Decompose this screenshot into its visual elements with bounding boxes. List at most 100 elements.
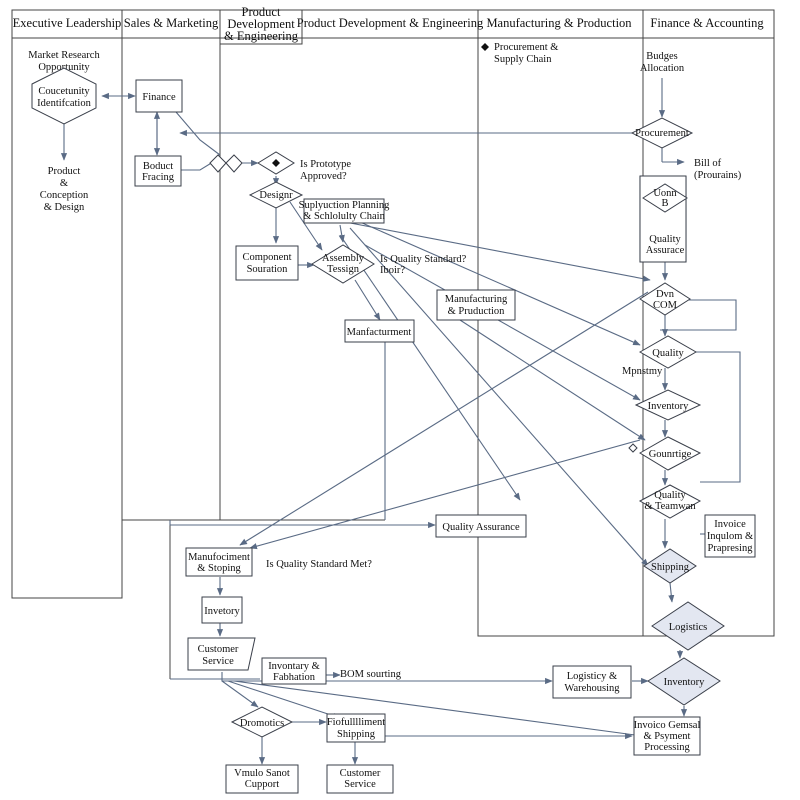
connectors bbox=[60, 78, 741, 765]
text-line: Finance bbox=[142, 92, 176, 103]
lane-header-manufacturing: Manufacturing & Production bbox=[486, 16, 632, 30]
text-line: B bbox=[661, 198, 668, 209]
text-line: & Engineering bbox=[224, 29, 299, 43]
text-line: & Design bbox=[44, 202, 85, 213]
text-line: Cupport bbox=[245, 779, 280, 790]
lane-headers: Executive Leadership Sales & Marketing P… bbox=[13, 5, 765, 43]
text-line: Iboir? bbox=[380, 265, 405, 276]
diamond-bullet-icon bbox=[481, 43, 489, 51]
connector-line bbox=[354, 279, 381, 321]
inventory-decision-label: Inventory bbox=[648, 401, 690, 412]
text-line: Customer bbox=[340, 768, 381, 779]
text-line: & Teamwan bbox=[644, 501, 696, 512]
text-line: Product bbox=[48, 166, 81, 177]
text-line: Quality bbox=[652, 348, 684, 359]
design-label: Designr bbox=[259, 190, 293, 201]
logistics-decision bbox=[651, 601, 725, 651]
text-line: Designr bbox=[259, 190, 293, 201]
text-line: Product bbox=[242, 5, 281, 19]
nodes: Market ResearchOpportunity CoucetunityId… bbox=[28, 42, 756, 794]
text-line: Fracing bbox=[142, 172, 175, 183]
inventory-fabrication-label: Invontary &Fabhation bbox=[268, 661, 320, 683]
text-line: Bill of bbox=[694, 158, 722, 169]
text-line: Assembly bbox=[322, 253, 365, 264]
shape bbox=[219, 9, 303, 45]
connector-line bbox=[175, 111, 221, 156]
text-line: Invoice bbox=[714, 519, 746, 530]
text-line: Procurement & bbox=[494, 42, 558, 53]
text-line: Vmulo Sanot bbox=[234, 768, 290, 779]
connector-line bbox=[364, 244, 641, 401]
logistics-warehousing-box bbox=[552, 665, 632, 699]
lane-header-product-dev: Product Development & Engineering bbox=[297, 16, 484, 30]
text-line: Opportunity bbox=[38, 62, 90, 73]
text-line: Conception bbox=[40, 190, 89, 201]
component-sourcing-box bbox=[235, 245, 299, 281]
quality-decision bbox=[638, 335, 698, 369]
design-decision bbox=[248, 181, 304, 209]
text-line: Is Quality Standard Met? bbox=[266, 559, 372, 570]
text-line: COM bbox=[653, 300, 678, 311]
text-line: Development bbox=[227, 17, 295, 31]
gounrtige-decision bbox=[639, 436, 702, 471]
procurement-supply-label: Procurement &Supply Chain bbox=[494, 42, 558, 65]
supply-planning-label: Suplyuction Planning& Schlolulty Chain bbox=[299, 200, 390, 222]
monitoring-label: Mpnstmy bbox=[622, 366, 663, 377]
connector-line bbox=[660, 299, 737, 331]
text-line: Tessign bbox=[327, 264, 360, 275]
quality-teamwork-label: Quality& Teamwan bbox=[644, 490, 696, 512]
text-line: Dromotics bbox=[240, 718, 284, 729]
text-line: Invetory bbox=[204, 606, 240, 617]
manufacturing-box bbox=[344, 319, 415, 343]
text-line: Is Quality Standard? bbox=[380, 254, 467, 265]
inventory-big-decision bbox=[647, 657, 721, 706]
text-line: Service bbox=[202, 656, 234, 667]
connector-line bbox=[339, 234, 521, 501]
text-line: Component bbox=[243, 252, 292, 263]
text-line: Quality bbox=[649, 234, 681, 245]
text-line: BOM sourting bbox=[340, 669, 402, 680]
text-line: & Psyment bbox=[644, 731, 691, 742]
connector-line bbox=[180, 161, 214, 171]
supply-planning-box bbox=[303, 198, 385, 224]
connector-line bbox=[289, 201, 323, 251]
dromotics-label: Dromotics bbox=[240, 718, 284, 729]
lane-header-executive: Executive Leadership bbox=[13, 16, 122, 30]
text-line: Assurace bbox=[646, 245, 685, 256]
text-line: & Stoping bbox=[197, 563, 241, 574]
inventory-decision bbox=[634, 389, 702, 421]
invoice-bottom-box bbox=[633, 716, 701, 756]
connector-line bbox=[349, 227, 649, 567]
text-line: Shipping bbox=[651, 562, 690, 573]
text-line: Fabhation bbox=[273, 672, 316, 683]
text-line: (Prourains) bbox=[694, 170, 742, 181]
quality-decision-label: Quality bbox=[652, 348, 684, 359]
assembly-testing-decision bbox=[311, 244, 375, 284]
text-line: Processing bbox=[644, 742, 690, 753]
text-line: Gounrtige bbox=[649, 449, 692, 460]
invoice-right-box bbox=[704, 514, 756, 558]
logistics-warehousing-label: Logisticy &Warehousing bbox=[564, 671, 620, 694]
product-concept-label: Product&Conception& Design bbox=[40, 166, 89, 213]
text-line: Invontary & bbox=[268, 661, 320, 672]
text-line: Market Research bbox=[28, 50, 100, 61]
procurement-label: Procurement bbox=[635, 128, 689, 139]
connector-line bbox=[249, 439, 641, 550]
text-line: Service bbox=[344, 779, 376, 790]
text-line: Prapresing bbox=[708, 543, 754, 554]
connector-line bbox=[459, 319, 646, 441]
connector-line bbox=[221, 680, 259, 708]
diamond-bullet-icon bbox=[272, 159, 280, 167]
text-line: Logistics bbox=[669, 622, 708, 633]
inventory-fabrication-box bbox=[261, 657, 327, 685]
text-line: Fiofulllliment bbox=[327, 717, 385, 728]
bom-sourcing-label: BOM sourting bbox=[340, 669, 402, 680]
